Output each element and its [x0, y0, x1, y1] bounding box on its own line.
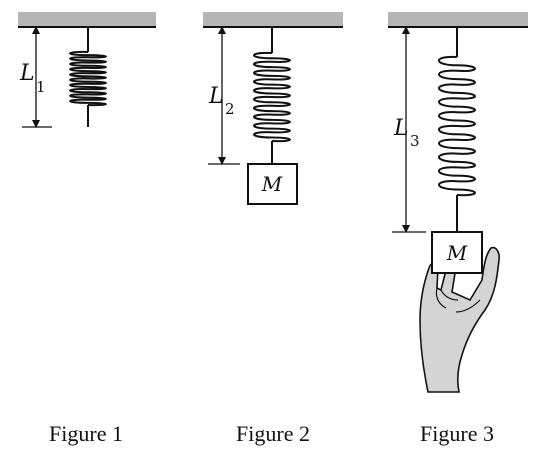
hand-thumb-line	[435, 287, 447, 309]
spring-coil-3	[438, 55, 476, 197]
mass-label-2: M	[261, 172, 283, 196]
length-subscript-2: 2	[225, 100, 235, 118]
ceiling-3	[388, 12, 528, 26]
length-label-2: L	[208, 84, 224, 109]
figure-2: M L 2 Figure 2	[203, 12, 343, 446]
spring-coil-2	[253, 51, 291, 143]
figure-2-caption: Figure 2	[236, 421, 310, 446]
length-subscript-3: 3	[410, 132, 420, 150]
spring-coil-1	[69, 50, 107, 107]
ceiling-1	[18, 12, 156, 26]
length-label-1: L	[19, 61, 35, 86]
figure-1: L 1 Figure 1	[18, 12, 156, 446]
hand-finger-line	[455, 299, 481, 313]
mass-block-2	[247, 163, 298, 205]
figure-3: M L 3 Figure 3	[388, 12, 528, 446]
mass-block-3	[431, 231, 483, 274]
hand-icon	[419, 246, 500, 393]
figure-1-caption: Figure 1	[49, 421, 123, 446]
figure-3-caption: Figure 3	[420, 421, 494, 446]
length-subscript-1: 1	[36, 78, 46, 96]
mass-label-3: M	[446, 241, 468, 265]
hand-knuckle-line	[440, 289, 459, 301]
length-label-3: L	[393, 116, 409, 141]
ceiling-2	[203, 12, 343, 26]
